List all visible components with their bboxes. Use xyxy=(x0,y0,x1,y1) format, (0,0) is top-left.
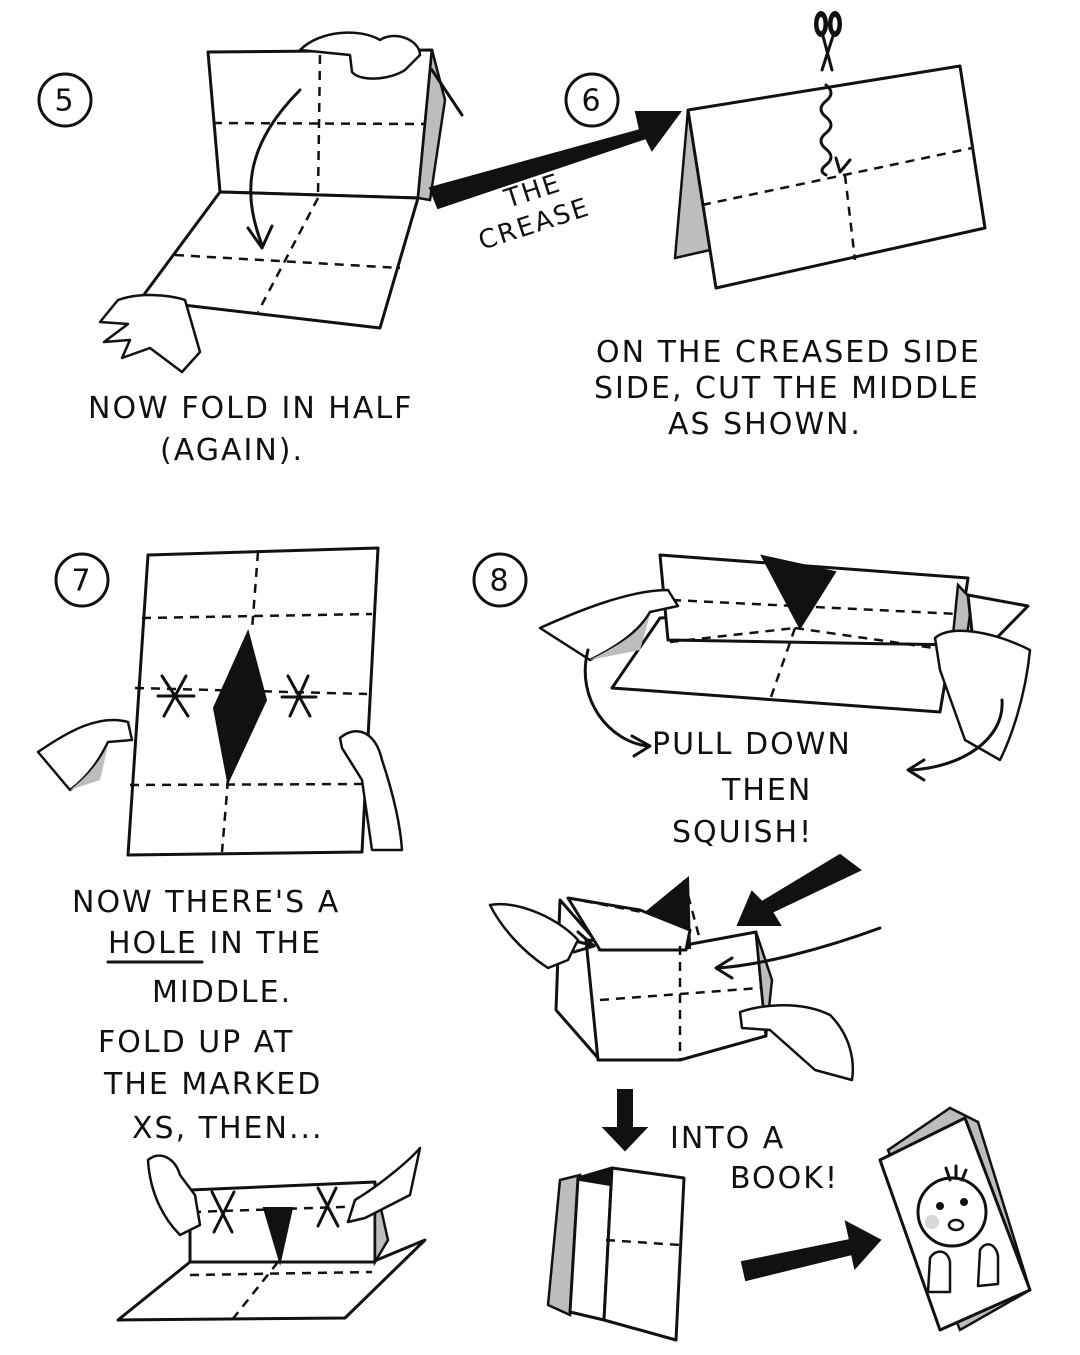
step-8-badge xyxy=(472,552,528,608)
step-8-number: 8 xyxy=(489,564,510,599)
step-8-hand-left xyxy=(538,588,680,662)
down-arrow xyxy=(601,1089,649,1152)
step-7-caption-line6: XS, THEN... xyxy=(132,1111,324,1146)
scissors-icon xyxy=(814,11,842,72)
step-7-caption-line4: FOLD UP AT xyxy=(98,1025,294,1060)
step-5-badge xyxy=(37,72,93,128)
step-6-caption-line1: ON THE CREASED SIDE xyxy=(596,335,981,370)
step-6-badge xyxy=(564,72,620,128)
step-5-hand-top xyxy=(298,31,422,80)
step-7-caption-line1: NOW THERE'S A xyxy=(72,885,340,920)
finished-booklet xyxy=(878,1106,1032,1332)
folded-book xyxy=(546,1166,686,1342)
face-icon xyxy=(916,1176,988,1248)
step-8-notch xyxy=(760,554,837,631)
step-7-number: 7 xyxy=(71,564,92,599)
step-7-caption-line2: HOLE IN THE xyxy=(108,926,322,961)
pull-arrow-left xyxy=(583,648,650,748)
to-book-arrow xyxy=(740,1220,882,1282)
crease-arrow: THE CREASE xyxy=(428,111,682,257)
step-6-caption-line3: AS SHOWN. xyxy=(668,407,862,442)
step-7-hole xyxy=(212,629,268,786)
step-6-number: 6 xyxy=(581,84,602,119)
step-7-x-mark-left xyxy=(156,674,196,718)
step-7: 7 NOW THERE'S A HOLE IN THE MIDDLE. FOLD… xyxy=(36,546,427,1322)
step-5-caption-line2: (AGAIN). xyxy=(160,433,304,468)
book-label-line2: BOOK! xyxy=(730,1161,839,1196)
step-5: 5 NOW FOLD IN HALF (AGAIN). xyxy=(37,31,464,468)
step-8-caption-line1: PULL DOWN xyxy=(652,727,852,762)
step-8-squished-paper xyxy=(488,875,882,1082)
step-8-caption-line3: SQUISH! xyxy=(672,815,813,850)
step-7-badge xyxy=(54,552,110,608)
thumbs-up-icon xyxy=(976,1243,1000,1288)
step-5-caption-line1: NOW FOLD IN HALF xyxy=(88,391,413,426)
step-8: 8 PULL DOWN THEN SQUISH! xyxy=(472,552,1032,1342)
step-5-number: 5 xyxy=(54,84,75,119)
step-7-folded-paper xyxy=(116,1146,427,1322)
step-6: 6 ON THE CREASED SIDE SIDE, CUT THE MIDD… xyxy=(564,11,987,442)
step-8-caption-line2: THEN xyxy=(721,773,812,808)
step-7-caption-line3: MIDDLE. xyxy=(152,975,292,1010)
step-5-hand-bottom xyxy=(98,293,202,374)
x-mark-icon xyxy=(210,1190,236,1234)
thumbs-up-icon xyxy=(926,1250,952,1294)
step-6-cut-line xyxy=(819,83,833,177)
step-5-fold-arrow xyxy=(249,88,302,247)
step-6-paper xyxy=(686,64,987,290)
squish-arrow xyxy=(736,853,862,926)
step-7-hand-left xyxy=(36,718,134,792)
step-7-caption-line5: THE MARKED xyxy=(103,1067,322,1102)
book-label-line1: INTO A xyxy=(670,1121,785,1156)
step-8-hand-right xyxy=(933,629,1032,762)
step-7-x-mark-right xyxy=(280,674,318,718)
step-7-hand-right xyxy=(338,730,404,852)
x-mark-icon xyxy=(316,1186,340,1228)
step-6-caption-line2: SIDE, CUT THE MIDDLE xyxy=(594,371,980,406)
